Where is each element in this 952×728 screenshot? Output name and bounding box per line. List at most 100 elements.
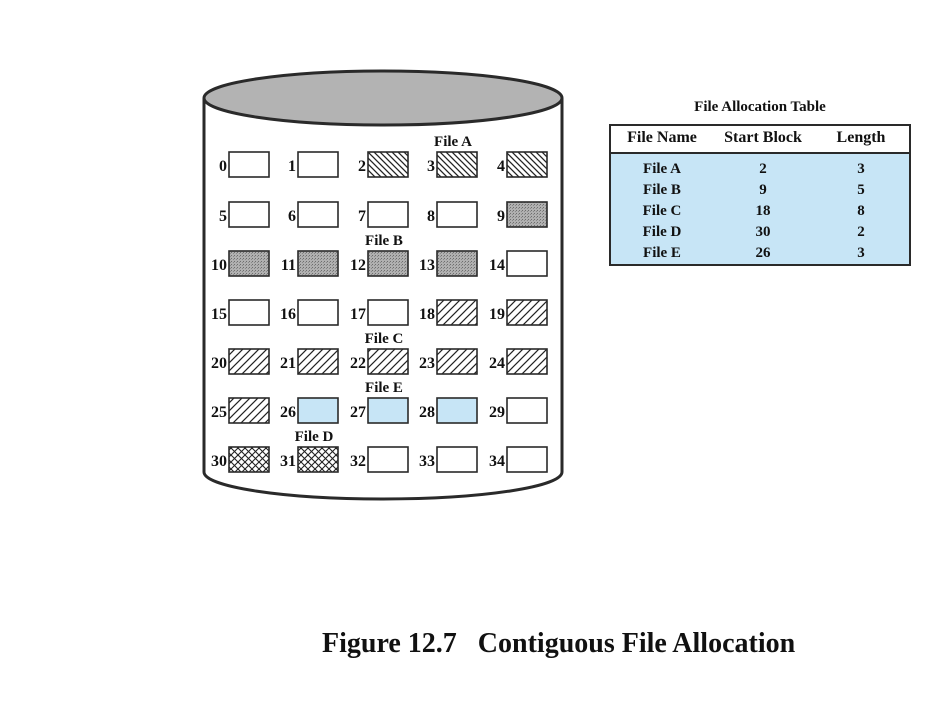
disk-block bbox=[367, 397, 409, 424]
block-number: 25 bbox=[211, 404, 227, 421]
disk-block bbox=[297, 348, 339, 375]
file-label: File C bbox=[365, 331, 404, 347]
table-row: File B 9 5 bbox=[611, 182, 909, 203]
file-label: File B bbox=[365, 233, 403, 249]
fat-header-row: File Name Start Block Length bbox=[611, 126, 909, 154]
disk-block bbox=[506, 397, 548, 424]
fat-cell-length: 5 bbox=[857, 182, 865, 198]
block-number: 21 bbox=[280, 355, 296, 372]
table-row: File C 18 8 bbox=[611, 203, 909, 224]
block-number: 20 bbox=[211, 355, 227, 372]
fat-rows: File A 2 3 File B 9 5 File C 18 8 File D… bbox=[611, 154, 909, 266]
file-label: File E bbox=[365, 380, 403, 396]
fat-cell-length: 3 bbox=[857, 161, 865, 177]
table-row: File D 30 2 bbox=[611, 224, 909, 245]
disk-block bbox=[297, 151, 339, 178]
block-number: 27 bbox=[350, 404, 366, 421]
disk-block bbox=[367, 250, 409, 277]
block-number: 3 bbox=[427, 158, 435, 175]
block-number: 12 bbox=[350, 257, 366, 274]
block-number: 31 bbox=[280, 453, 296, 470]
file-label: File D bbox=[295, 429, 334, 445]
fat-header-length: Length bbox=[836, 129, 886, 146]
disk-block bbox=[297, 397, 339, 424]
block-number: 6 bbox=[288, 208, 296, 225]
block-number: 18 bbox=[419, 306, 435, 323]
file-labels-layer: File A File B File C File E File D bbox=[295, 134, 472, 445]
disk-block bbox=[506, 201, 548, 228]
disk-block bbox=[436, 250, 478, 277]
disk-top bbox=[202, 69, 564, 127]
disk-block bbox=[228, 348, 270, 375]
block-number: 15 bbox=[211, 306, 227, 323]
block-number: 10 bbox=[211, 257, 227, 274]
fat-cell-start-block: 26 bbox=[755, 245, 771, 261]
disk-block bbox=[228, 397, 270, 424]
file-label: File A bbox=[434, 134, 472, 150]
fat-cell-start-block: 30 bbox=[755, 224, 771, 240]
figure-caption: Figure 12.7 Contiguous File Allocation bbox=[322, 628, 796, 659]
disk-block bbox=[436, 151, 478, 178]
disk-block bbox=[367, 299, 409, 326]
block-number: 28 bbox=[419, 404, 435, 421]
disk-block bbox=[228, 299, 270, 326]
disk-block bbox=[297, 201, 339, 228]
disk-block bbox=[506, 250, 548, 277]
block-number: 32 bbox=[350, 453, 366, 470]
disk-block bbox=[436, 397, 478, 424]
fat-cell-length: 3 bbox=[857, 245, 865, 261]
disk-block bbox=[367, 151, 409, 178]
disk-block bbox=[436, 299, 478, 326]
disk-block bbox=[367, 348, 409, 375]
fat-cell-start-block: 9 bbox=[759, 182, 767, 198]
block-number: 26 bbox=[280, 404, 296, 421]
block-number: 33 bbox=[419, 453, 435, 470]
disk-block bbox=[436, 201, 478, 228]
disk-block bbox=[506, 299, 548, 326]
disk-block bbox=[436, 348, 478, 375]
table-row: File E 26 3 bbox=[611, 245, 909, 266]
fat-cell-start-block: 2 bbox=[759, 161, 767, 177]
block-number: 2 bbox=[358, 158, 366, 175]
block-number: 8 bbox=[427, 208, 435, 225]
fat-header-start-block: Start Block bbox=[724, 129, 802, 146]
disk-block bbox=[436, 446, 478, 473]
fat-title: File Allocation Table bbox=[694, 99, 826, 115]
block-number: 13 bbox=[419, 257, 435, 274]
block-number: 9 bbox=[497, 208, 505, 225]
disk-block bbox=[506, 446, 548, 473]
disk-block bbox=[297, 250, 339, 277]
disk-block bbox=[228, 250, 270, 277]
block-number: 0 bbox=[219, 158, 227, 175]
fat-cell-file-name: File D bbox=[642, 224, 682, 240]
disk-block bbox=[228, 446, 270, 473]
block-number: 17 bbox=[350, 306, 366, 323]
block-number: 19 bbox=[489, 306, 505, 323]
disk-block bbox=[367, 446, 409, 473]
block-number: 22 bbox=[350, 355, 366, 372]
block-number: 16 bbox=[280, 306, 296, 323]
disk-block bbox=[228, 151, 270, 178]
disk-block bbox=[297, 299, 339, 326]
fat-cell-start-block: 18 bbox=[755, 203, 771, 219]
block-number: 5 bbox=[219, 208, 227, 225]
fat-cell-length: 2 bbox=[857, 224, 865, 240]
block-number: 23 bbox=[419, 355, 435, 372]
file-allocation-table: File Name Start Block Length File A 2 3 … bbox=[609, 124, 911, 266]
disk-block bbox=[506, 151, 548, 178]
fat-header-file-name: File Name bbox=[627, 129, 697, 146]
block-number: 4 bbox=[497, 158, 505, 175]
fat-cell-file-name: File E bbox=[643, 245, 681, 261]
block-number: 34 bbox=[489, 453, 505, 470]
block-number: 24 bbox=[489, 355, 505, 372]
block-number: 11 bbox=[281, 257, 296, 274]
disk-block bbox=[297, 446, 339, 473]
block-number: 14 bbox=[489, 257, 505, 274]
disk-block bbox=[506, 348, 548, 375]
disk-block bbox=[367, 201, 409, 228]
block-number: 29 bbox=[489, 404, 505, 421]
fat-cell-file-name: File C bbox=[642, 203, 682, 219]
